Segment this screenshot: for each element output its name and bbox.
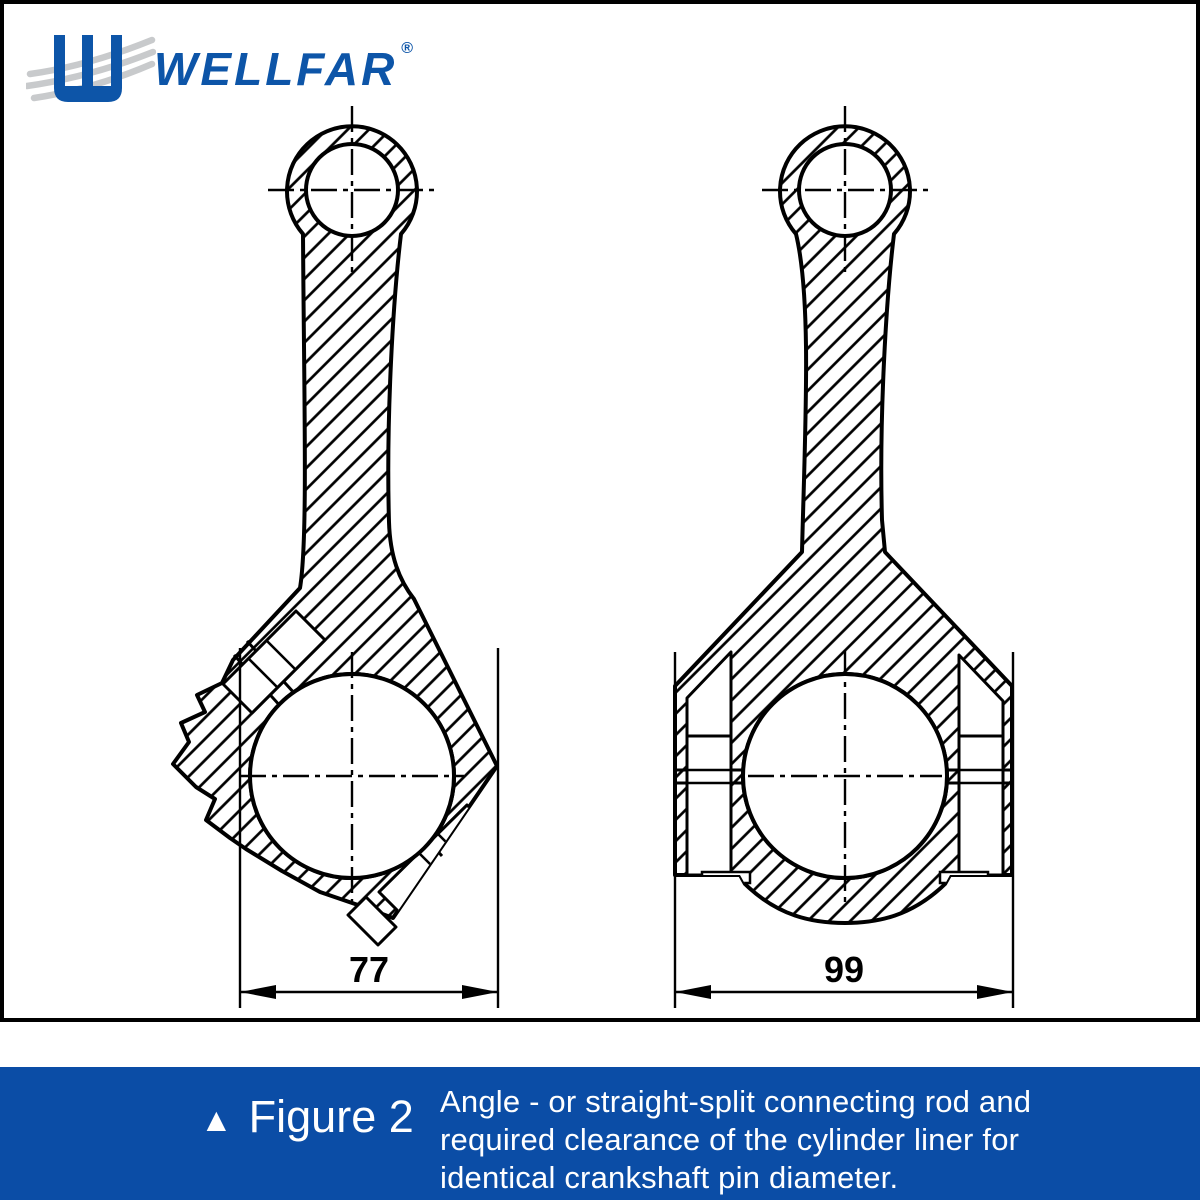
wellfar-w-icon	[26, 35, 156, 102]
left-lower-bolt-head	[346, 895, 398, 947]
caption-line: Angle - or straight-split connecting rod…	[440, 1084, 1032, 1119]
triangle-marker-icon: ▲	[200, 1100, 233, 1138]
brand-text: WELLFAR	[154, 43, 398, 95]
right-split-across-bolts	[687, 768, 1003, 785]
connecting-rod-diagram: 77 99	[171, 106, 1015, 1008]
brand-name: WELLFAR®	[154, 40, 413, 96]
registered-mark: ®	[401, 39, 414, 57]
dimension-99: 99	[673, 652, 1015, 1008]
right-width-label: 99	[824, 949, 864, 990]
figure-caption: Angle - or straight-split connecting rod…	[440, 1083, 1031, 1197]
left-bolt-joint-marks	[248, 640, 466, 881]
left-rod-angle-split	[171, 106, 499, 947]
dimension-77: 77	[238, 648, 500, 1008]
left-width-label: 77	[349, 949, 389, 990]
right-rod-straight-split	[673, 106, 1014, 925]
caption-line: identical crankshaft pin diameter.	[440, 1160, 899, 1195]
figure-label: ▲ Figure 2	[200, 1091, 440, 1143]
caption-line: required clearance of the cylinder liner…	[440, 1122, 1020, 1157]
right-right-bolt-channel	[957, 653, 1005, 877]
drawing-area: 77 99	[171, 106, 1015, 1008]
caption-band: ▲ Figure 2 Angle - or straight-split con…	[0, 1067, 1200, 1200]
left-upper-bolt	[221, 609, 327, 715]
figure-number: Figure 2	[248, 1091, 414, 1142]
